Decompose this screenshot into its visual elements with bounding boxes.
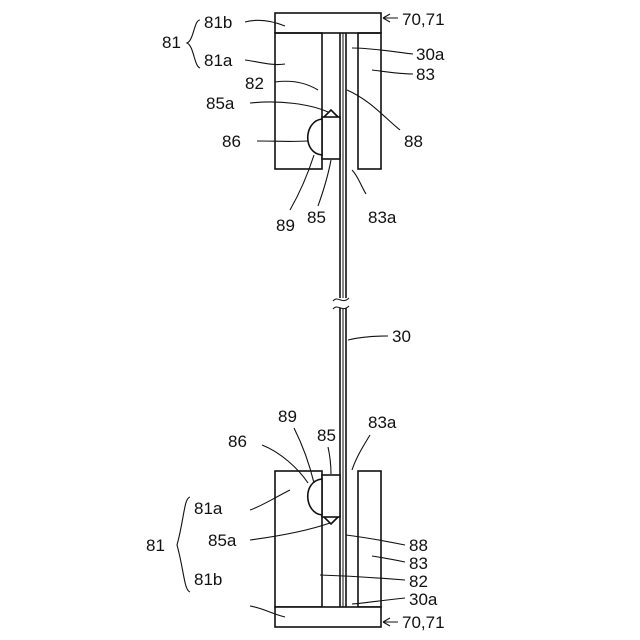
label-top-81: 81 [162, 33, 181, 52]
label-top-89: 89 [276, 216, 295, 235]
label-bottom-70-71: 70,71 [402, 613, 445, 632]
label-top-86: 86 [222, 132, 241, 151]
label-30: 30 [392, 327, 411, 346]
label-bottom-83: 83 [409, 554, 428, 573]
top-bulb-86 [308, 119, 322, 155]
label-top-70-71: 70,71 [402, 10, 445, 29]
bottom-bulb-86 [308, 479, 322, 515]
top-holder-85 [322, 117, 340, 159]
label-top-82: 82 [245, 74, 264, 93]
bottom-assembly [275, 471, 381, 627]
label-bottom-88: 88 [409, 536, 428, 555]
label-bottom-85a: 85a [208, 531, 237, 550]
label-bottom-89: 89 [278, 407, 297, 426]
label-bottom-86: 86 [228, 432, 247, 451]
label-bottom-30a: 30a [409, 590, 438, 609]
label-bottom-81a: 81a [194, 499, 223, 518]
top-assembly [275, 13, 381, 169]
label-top-81b: 81b [204, 13, 232, 32]
label-bottom-81b: 81b [194, 570, 222, 589]
leaders-bottom [177, 428, 405, 626]
top-cap-plate [275, 13, 381, 33]
bottom-cap-plate [275, 607, 381, 627]
label-top-88: 88 [404, 132, 423, 151]
label-bottom-83a: 83a [368, 413, 397, 432]
label-bottom-81: 81 [146, 536, 165, 555]
label-top-83: 83 [416, 65, 435, 84]
bottom-holder-85 [322, 475, 340, 517]
label-bottom-85: 85 [317, 426, 336, 445]
bottom-tip-85a [324, 517, 338, 524]
label-top-81a: 81a [204, 51, 233, 70]
label-top-83a: 83a [368, 208, 397, 227]
leader-30 [348, 336, 388, 340]
label-bottom-82: 82 [409, 572, 428, 591]
label-top-85: 85 [307, 208, 326, 227]
labels-top: 70,71 81 81b 81a 30a 83 82 85a 86 88 89 … [162, 10, 445, 235]
label-top-85a: 85a [206, 94, 235, 113]
label-top-30a: 30a [416, 45, 445, 64]
top-right-block [358, 33, 381, 169]
